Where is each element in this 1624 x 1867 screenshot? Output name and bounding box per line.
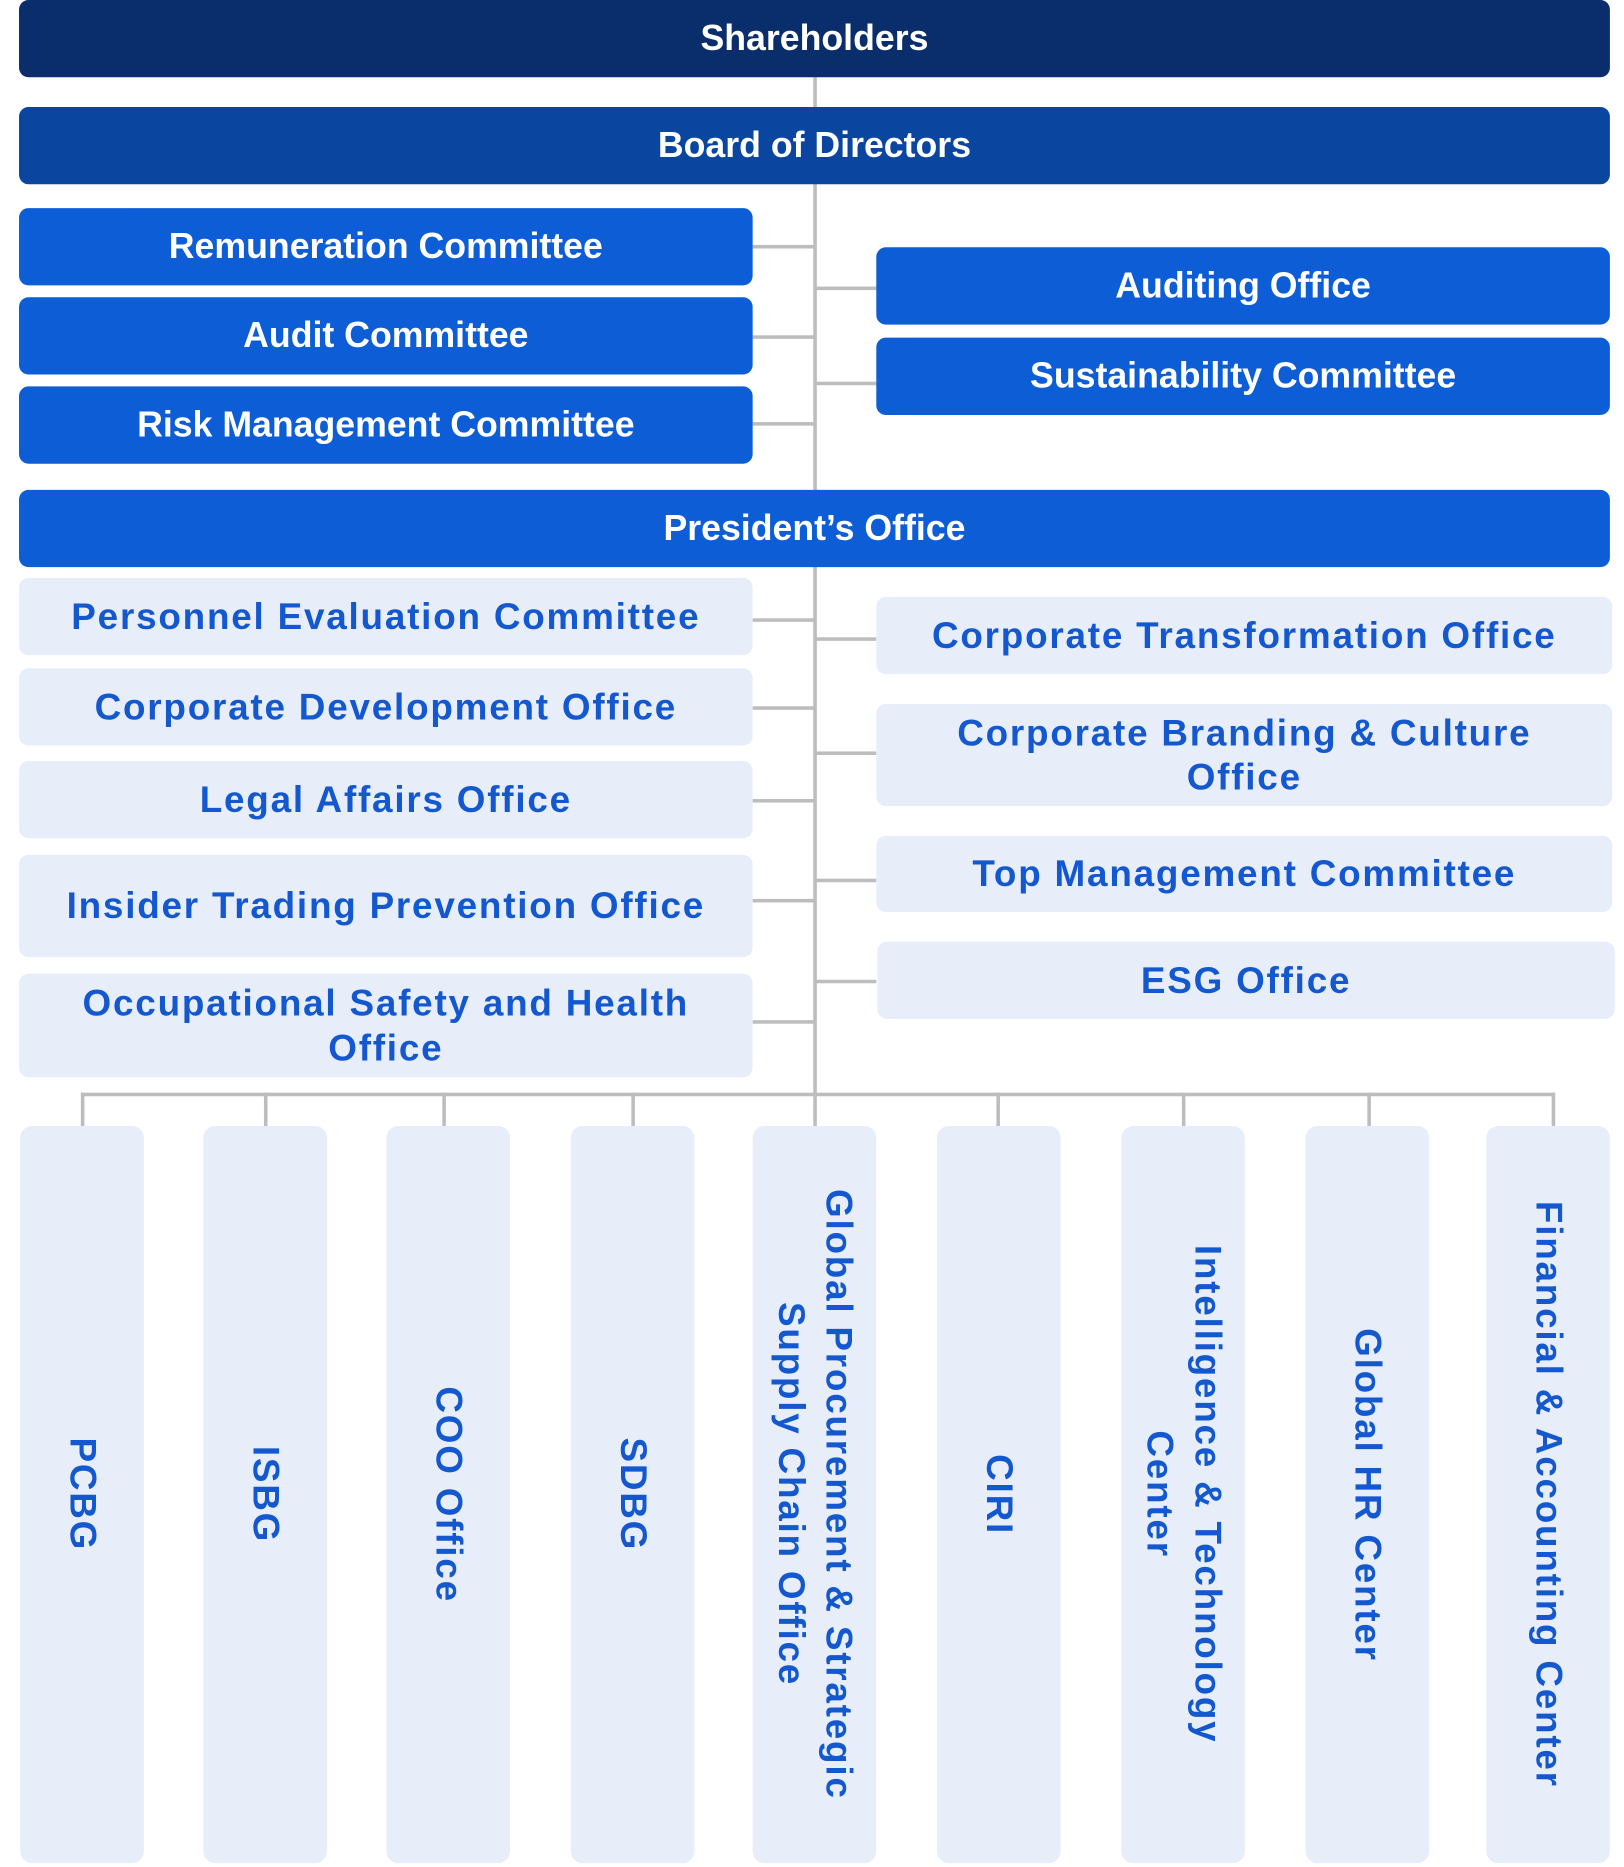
unit-global-procurement: Global Procurement & Strategic Supply Ch… — [752, 1125, 877, 1864]
top-management-committee-box: Top Management Committee — [876, 835, 1613, 912]
unit-label: COO Office — [428, 1386, 470, 1603]
drop-line — [80, 1092, 85, 1126]
connector — [752, 618, 815, 622]
unit-label: SDBG — [612, 1437, 655, 1552]
trunk-line — [813, 77, 817, 1097]
connector — [752, 898, 815, 903]
drop-line — [631, 1092, 635, 1126]
drop-line — [813, 1092, 817, 1126]
connector — [814, 381, 877, 386]
corporate-transformation-office-box: Corporate Transformation Office — [876, 596, 1613, 675]
unit-sdbg: SDBG — [570, 1125, 695, 1864]
connector — [752, 244, 815, 249]
shareholders-box: Shareholders — [19, 0, 1610, 78]
audit-committee-box: Audit Committee — [19, 297, 753, 375]
connector — [814, 979, 877, 984]
insider-trading-prevention-office-box: Insider Trading Prevention Office — [19, 854, 753, 958]
connector — [752, 422, 815, 426]
personnel-evaluation-committee-box: Personnel Evaluation Committee — [19, 577, 753, 656]
drop-line — [1181, 1092, 1186, 1126]
presidents-office-box: President’s Office — [19, 489, 1610, 568]
unit-pcbg: PCBG — [20, 1125, 144, 1864]
unit-ciri: CIRI — [936, 1125, 1061, 1864]
unit-label: CIRI — [978, 1454, 1021, 1535]
sustainability-committee-box: Sustainability Committee — [876, 337, 1610, 415]
corporate-branding-culture-office-box: Corporate Branding & Culture Office — [876, 703, 1613, 807]
legal-affairs-office-box: Legal Affairs Office — [19, 760, 753, 839]
unit-label: PCBG — [61, 1437, 104, 1552]
unit-isbg: ISBG — [203, 1125, 327, 1864]
auditing-office-box: Auditing Office — [876, 247, 1610, 325]
connector — [752, 706, 815, 710]
unit-intelligence-technology-center: Intelligence & Technology Center — [1121, 1125, 1245, 1864]
unit-coo-office: COO Office — [386, 1125, 511, 1864]
remuneration-committee-box: Remuneration Committee — [19, 208, 753, 286]
unit-label: ISBG — [245, 1445, 287, 1544]
unit-global-hr-center: Global HR Center — [1305, 1125, 1430, 1864]
unit-label: Financial & Accounting Center — [1528, 1201, 1570, 1789]
drop-line — [1551, 1092, 1556, 1126]
unit-label: Global Procurement & Strategic Supply Ch… — [770, 1189, 860, 1800]
connector — [814, 751, 877, 756]
unit-label: Intelligence & Technology Center — [1139, 1245, 1229, 1744]
bus-line — [80, 1092, 1556, 1097]
connector — [814, 286, 877, 291]
drop-line — [1367, 1092, 1371, 1126]
drop-line — [996, 1092, 1000, 1126]
unit-label: Global HR Center — [1347, 1327, 1389, 1662]
drop-line — [263, 1092, 268, 1126]
esg-office-box: ESG Office — [877, 941, 1615, 1019]
connector — [752, 799, 815, 803]
unit-financial-accounting-center: Financial & Accounting Center — [1486, 1125, 1610, 1864]
connector — [814, 878, 877, 883]
connector — [752, 335, 815, 339]
drop-line — [442, 1092, 446, 1126]
corporate-development-office-box: Corporate Development Office — [19, 668, 753, 746]
connector — [752, 1020, 815, 1024]
board-of-directors-box: Board of Directors — [19, 107, 1610, 185]
connector — [814, 637, 877, 641]
occupational-safety-health-office-box: Occupational Safety and Health Office — [19, 973, 753, 1078]
risk-management-committee-box: Risk Management Committee — [19, 386, 753, 464]
